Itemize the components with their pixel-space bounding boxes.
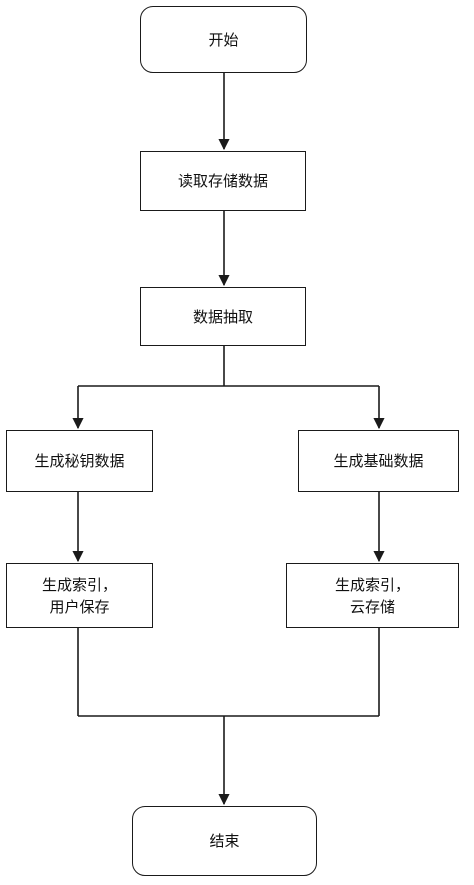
gen-secret-node: 生成秘钥数据	[6, 430, 153, 492]
start-label: 开始	[208, 30, 239, 49]
index-user-line2: 用户保存	[49, 597, 110, 616]
index-cloud-line1: 生成索引，	[334, 575, 410, 594]
read-storage-label: 读取存储数据	[177, 172, 268, 190]
read-storage-node: 读取存储数据	[140, 151, 306, 211]
gen-base-node: 生成基础数据	[298, 430, 459, 492]
gen-secret-label: 生成秘钥数据	[34, 452, 125, 470]
index-cloud-node: 生成索引， 云存储	[286, 563, 459, 628]
extract-node: 数据抽取	[140, 287, 306, 346]
end-node: 结束	[132, 806, 317, 876]
index-user-line1: 生成索引，	[41, 575, 117, 594]
index-user-node: 生成索引， 用户保存	[6, 563, 153, 628]
start-node: 开始	[140, 6, 307, 73]
extract-label: 数据抽取	[192, 307, 253, 326]
index-cloud-line2: 云存储	[349, 597, 395, 616]
gen-base-label: 生成基础数据	[333, 452, 424, 470]
end-label: 结束	[209, 832, 240, 850]
